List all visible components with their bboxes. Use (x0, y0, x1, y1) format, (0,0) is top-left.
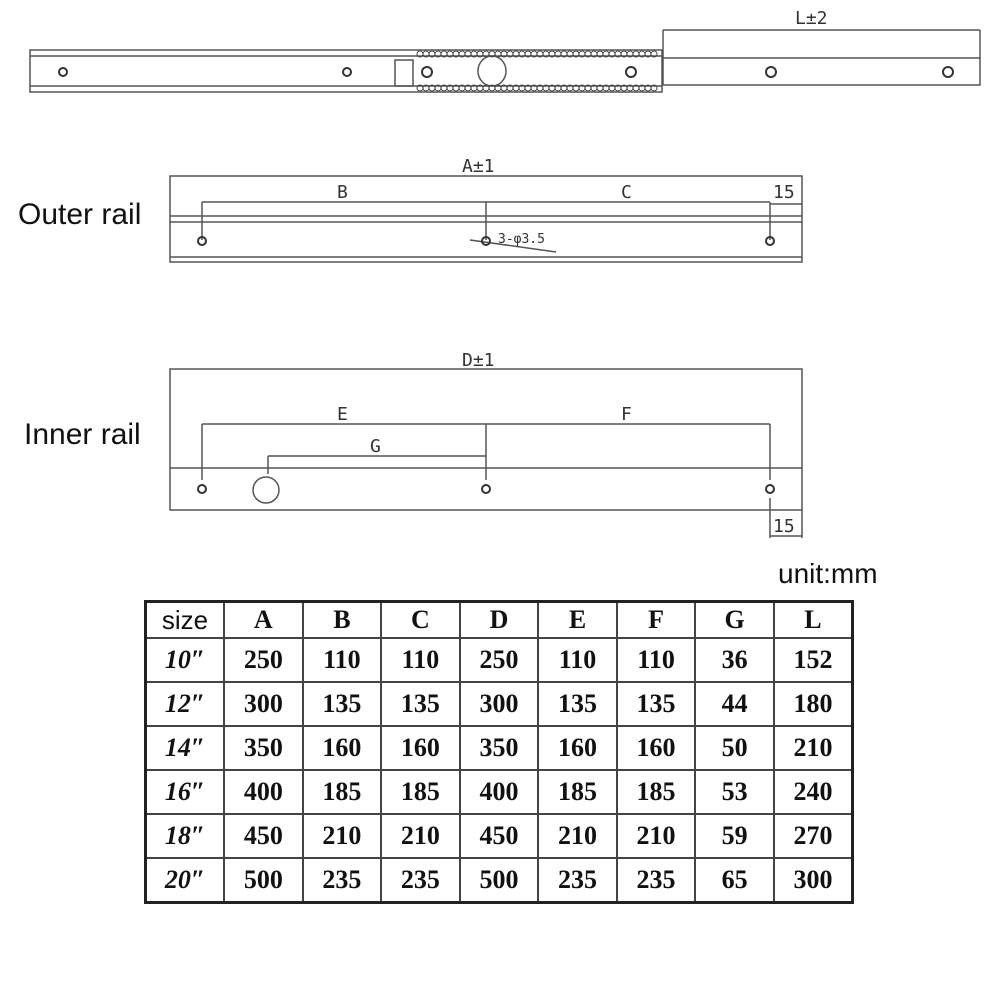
value-cell: 250 (458, 637, 540, 683)
value-cell: 250 (223, 637, 304, 683)
size-cell: 14″ (144, 725, 226, 771)
assembled-slide-view (29, 29, 981, 93)
value-cell: 500 (458, 857, 540, 904)
size-cell: 20″ (144, 857, 226, 904)
technical-drawing: L±2 A±1 B C 15 3-φ3.5 (29, 8, 981, 538)
value-cell: 110 (380, 637, 461, 683)
value-cell: 400 (223, 769, 304, 815)
value-cell: 210 (537, 813, 618, 859)
value-cell: 44 (694, 681, 775, 727)
dimension-g-label: G (370, 436, 381, 457)
dimension-b-label: B (337, 182, 348, 203)
dimension-f-label: F (621, 404, 632, 425)
header-e: E (537, 600, 618, 639)
dimension-c-label: C (621, 182, 632, 203)
slide-mount-holes (58, 66, 954, 78)
value-cell: 300 (772, 857, 854, 904)
outer-rail-holes (197, 236, 775, 246)
hole-note-label: 3-φ3.5 (498, 232, 545, 247)
value-cell: 65 (694, 857, 775, 904)
size-cell: 12″ (144, 681, 226, 727)
value-cell: 135 (537, 681, 618, 727)
value-cell: 152 (772, 637, 854, 683)
outer-rail-title: Outer rail (18, 198, 142, 231)
value-cell: 110 (301, 637, 383, 683)
size-cell: 18″ (144, 813, 226, 859)
value-cell: 235 (615, 857, 697, 904)
header-d: D (458, 600, 540, 639)
dimension-d-label: D±1 (462, 350, 495, 371)
inner-rail-title: Inner rail (24, 418, 141, 451)
inner-rail-drawing (169, 368, 803, 538)
header-b: B (301, 600, 383, 639)
value-cell: 210 (380, 813, 461, 859)
outer-end-offset-label: 15 (773, 182, 795, 203)
ball-bearing-chain (416, 50, 658, 92)
value-cell: 59 (694, 813, 775, 859)
value-cell: 53 (694, 769, 775, 815)
value-cell: 235 (380, 857, 461, 904)
value-cell: 235 (301, 857, 383, 904)
header-l: L (772, 600, 854, 639)
header-c: C (380, 600, 461, 639)
value-cell: 450 (458, 813, 540, 859)
value-cell: 185 (537, 769, 618, 815)
value-cell: 210 (772, 725, 854, 771)
value-cell: 50 (694, 725, 775, 771)
length-l-label: L±2 (795, 8, 828, 29)
value-cell: 185 (301, 769, 383, 815)
value-cell: 350 (458, 725, 540, 771)
value-cell: 110 (537, 637, 618, 683)
dimension-a-label: A±1 (462, 156, 495, 177)
size-cell: 16″ (144, 769, 226, 815)
value-cell: 110 (615, 637, 697, 683)
value-cell: 270 (772, 813, 854, 859)
value-cell: 450 (223, 813, 304, 859)
value-cell: 400 (458, 769, 540, 815)
value-cell: 160 (301, 725, 383, 771)
value-cell: 240 (772, 769, 854, 815)
dimension-e-label: E (337, 404, 348, 425)
header-f: F (615, 600, 697, 639)
table-header-row: size A B C D E F G L (144, 600, 854, 639)
outer-rail-drawing (169, 175, 803, 263)
value-cell: 135 (615, 681, 697, 727)
value-cell: 350 (223, 725, 304, 771)
value-cell: 160 (380, 725, 461, 771)
value-cell: 135 (301, 681, 383, 727)
size-cell: 10″ (144, 637, 226, 683)
header-size: size (144, 600, 226, 639)
value-cell: 185 (380, 769, 461, 815)
value-cell: 235 (537, 857, 618, 904)
value-cell: 210 (301, 813, 383, 859)
value-cell: 210 (615, 813, 697, 859)
inner-rail-holes (197, 484, 775, 494)
header-g: G (694, 600, 775, 639)
value-cell: 160 (615, 725, 697, 771)
header-a: A (223, 600, 304, 639)
value-cell: 500 (223, 857, 304, 904)
value-cell: 135 (380, 681, 461, 727)
inner-end-offset-label: 15 (773, 516, 795, 537)
unit-label: unit:mm (778, 558, 878, 589)
value-cell: 300 (458, 681, 540, 727)
value-cell: 36 (694, 637, 775, 683)
value-cell: 180 (772, 681, 854, 727)
value-cell: 185 (615, 769, 697, 815)
value-cell: 160 (537, 725, 618, 771)
value-cell: 300 (223, 681, 304, 727)
